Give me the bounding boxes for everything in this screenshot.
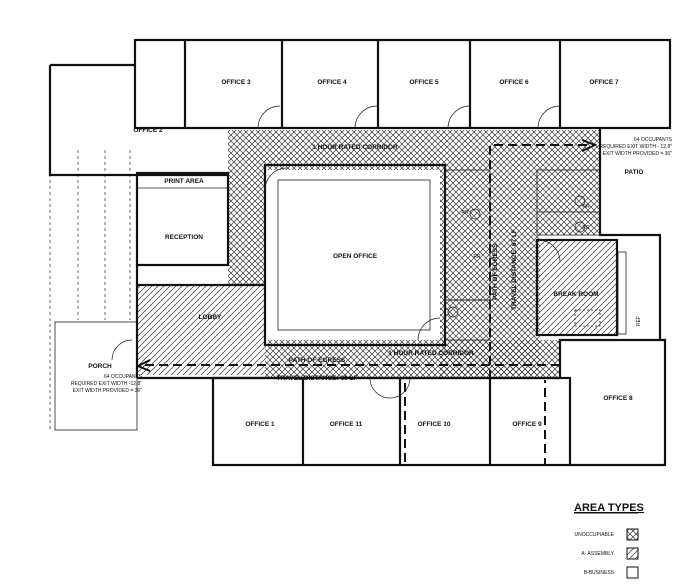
room-office-8: OFFICE 8: [603, 395, 633, 402]
legend-label-unoccupiable: UNOCCUPIABLE: [575, 532, 615, 538]
room-office-1: OFFICE 1: [245, 421, 275, 428]
room-lobby: LOBBY: [199, 314, 222, 321]
room-office-6: OFFICE 6: [499, 79, 529, 86]
doors: [111, 105, 586, 399]
exit-note-right: 64 OCCUPANTS REQUIRED EXIT WIDTH - 12.8"…: [599, 137, 672, 157]
required-width-left: REQUIRED EXIT WIDTH -12.8": [71, 381, 142, 387]
break-room-assembly-area: [537, 240, 617, 335]
room-reception: RECEPTION: [165, 234, 203, 241]
path-of-egress-label-vertical: PATH OF EGRESS: [492, 243, 499, 300]
room-patio: PATIO: [625, 169, 644, 176]
room-office-10: OFFICE 10: [418, 421, 451, 428]
legend-label-business: B-BUSINESS: [584, 570, 615, 576]
path-of-egress-label-left: PATH OF EGRESS: [289, 357, 346, 364]
legend-label-assembly: A- ASSEMBLY: [581, 551, 614, 557]
room-office-5: OFFICE 5: [409, 79, 439, 86]
refrigerator-label: REF: [636, 316, 642, 326]
room-rr-3: RR: [582, 204, 590, 210]
room-rr-4: RR: [582, 225, 590, 231]
legend: AREA TYPES UNOCCUPIABLE A- ASSEMBLY B-BU…: [574, 502, 644, 579]
room-rr-2: RR: [473, 254, 481, 260]
room-print-area: PRINT AREA: [164, 178, 204, 185]
room-office-7: OFFICE 7: [589, 79, 619, 86]
egress-path-office9: [489, 378, 546, 466]
occupants-left: 64 OCCUPANTS: [104, 374, 143, 380]
room-office-2: OFFICE 2: [133, 127, 163, 134]
room-open-office: OPEN OFFICE: [333, 253, 378, 260]
walls: [48, 38, 672, 467]
legend-swatch-blank: [626, 566, 639, 579]
egress-arrow-left: [135, 359, 151, 372]
egress-arrow-right: [581, 139, 598, 152]
required-width-right: REQUIRED EXIT WIDTH - 12.8": [599, 144, 672, 150]
exit-note-left: 64 OCCUPANTS REQUIRED EXIT WIDTH -12.8" …: [71, 374, 143, 394]
room-porch: PORCH: [88, 363, 112, 370]
legend-swatch-crosshatch: [626, 528, 639, 541]
room-office-3: OFFICE 3: [221, 79, 251, 86]
provided-width-left: EXIT WIDTH PROVIDED = 36": [73, 388, 143, 394]
room-rr-1: RR: [461, 210, 469, 216]
room-office-4: OFFICE 4: [317, 79, 347, 86]
corridor-label-top: 1 HOUR RATED CORRIDOR: [312, 144, 398, 151]
legend-swatch-diagonal: [626, 547, 639, 560]
legend-title: AREA TYPES: [574, 502, 644, 514]
corridor-label-bottom: 1 HOUR RATED CORRIDOR: [388, 350, 474, 357]
unoccupiable-corridor: [228, 130, 600, 378]
lobby-assembly-area: [137, 285, 265, 375]
room-office-9: OFFICE 9: [512, 421, 542, 428]
travel-distance-left: TRAVEL DISTANCE: 60 LF: [277, 375, 358, 382]
travel-distance-right: TRAVEL DISTANCE: 67 LF: [511, 229, 518, 310]
occupants-right: 64 OCCUPANTS: [634, 137, 673, 143]
room-break-room: BREAK ROOM: [553, 291, 598, 298]
provided-width-right: EXIT WIDTH PROVIDED = 36": [603, 151, 673, 157]
room-office-11: OFFICE 11: [330, 421, 363, 428]
